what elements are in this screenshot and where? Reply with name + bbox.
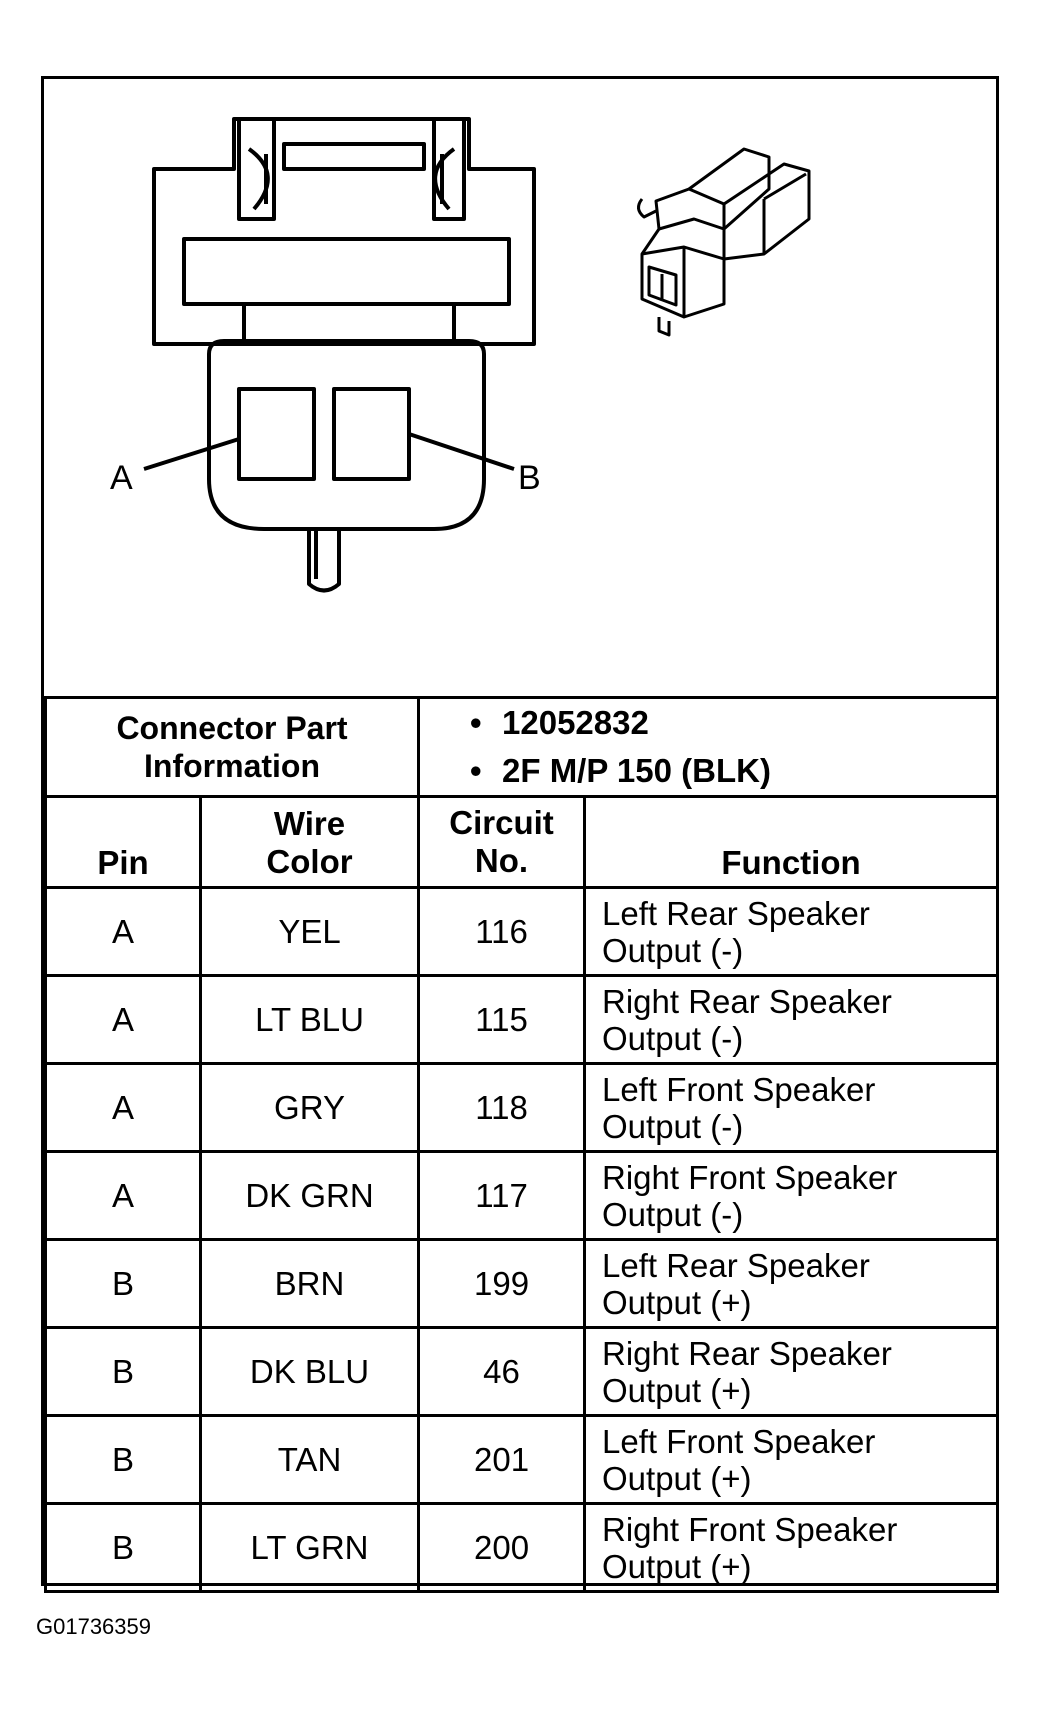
connector-isometric-view: [637, 147, 811, 337]
wire-color-cell: BRN: [198, 1238, 421, 1329]
header-pin: Pin: [44, 795, 202, 889]
wire-color-cell: LT BLU: [198, 974, 421, 1065]
pin-cell: A: [44, 886, 202, 977]
connector-mp-code: •2F M/P 150 (BLK): [470, 752, 771, 789]
connector-body: [207, 339, 486, 531]
connector-table: Connector Part Information •12052832 •2F…: [43, 696, 1000, 1593]
connector-top-housing: [152, 117, 536, 346]
wire-color-cell: DK BLU: [198, 1326, 421, 1417]
connector-info-row: Connector Part Information •12052832 •2F…: [43, 696, 1000, 798]
wire-color-cell: TAN: [198, 1414, 421, 1505]
connector-latch-bar: [282, 142, 426, 171]
connector-latch: [237, 119, 466, 221]
circuit-cell: 200: [417, 1502, 587, 1593]
wire-color-cell: GRY: [198, 1062, 421, 1153]
circuit-cell: 199: [417, 1238, 587, 1329]
circuit-cell: 46: [417, 1326, 587, 1417]
circuit-cell: 117: [417, 1150, 587, 1241]
circuit-cell: 201: [417, 1414, 587, 1505]
pin-b-label: B: [518, 459, 541, 497]
circuit-cell: 118: [417, 1062, 587, 1153]
terminal-cavity-b: [332, 387, 411, 481]
pin-cell: B: [44, 1414, 202, 1505]
connector-drawing: A B: [110, 117, 811, 593]
pin-cell: A: [44, 1062, 202, 1153]
connector-diagram: A B: [44, 79, 996, 697]
pin-cell: B: [44, 1238, 202, 1329]
wire-color-cell: LT GRN: [198, 1502, 421, 1593]
diagram-frame: A B Connector Part Information •12052832…: [41, 76, 1000, 1593]
pin-cell: A: [44, 1150, 202, 1241]
header-function: Function: [583, 795, 1000, 889]
wire-color-cell: YEL: [198, 886, 421, 977]
pin-cell: B: [44, 1326, 202, 1417]
pin-a-label: A: [110, 459, 133, 497]
wire-color-cell: DK GRN: [198, 1150, 421, 1241]
pin-cell: B: [44, 1502, 202, 1593]
connector-info-label: Connector Part Information: [43, 696, 421, 798]
terminal-cavity-a: [237, 387, 316, 481]
connector-info-list: •12052832 •2F M/P 150 (BLK): [417, 696, 1000, 798]
connector-tab: [307, 529, 341, 593]
circuit-cell: 115: [417, 974, 587, 1065]
pin-cell: A: [44, 974, 202, 1065]
pin-b-leader: [408, 432, 515, 471]
connector-part-number: •12052832: [470, 704, 649, 741]
figure-id-caption: G01736359: [36, 1614, 151, 1639]
circuit-cell: 116: [417, 886, 587, 977]
connector-collar: [182, 237, 511, 306]
pin-a-leader: [143, 437, 240, 471]
